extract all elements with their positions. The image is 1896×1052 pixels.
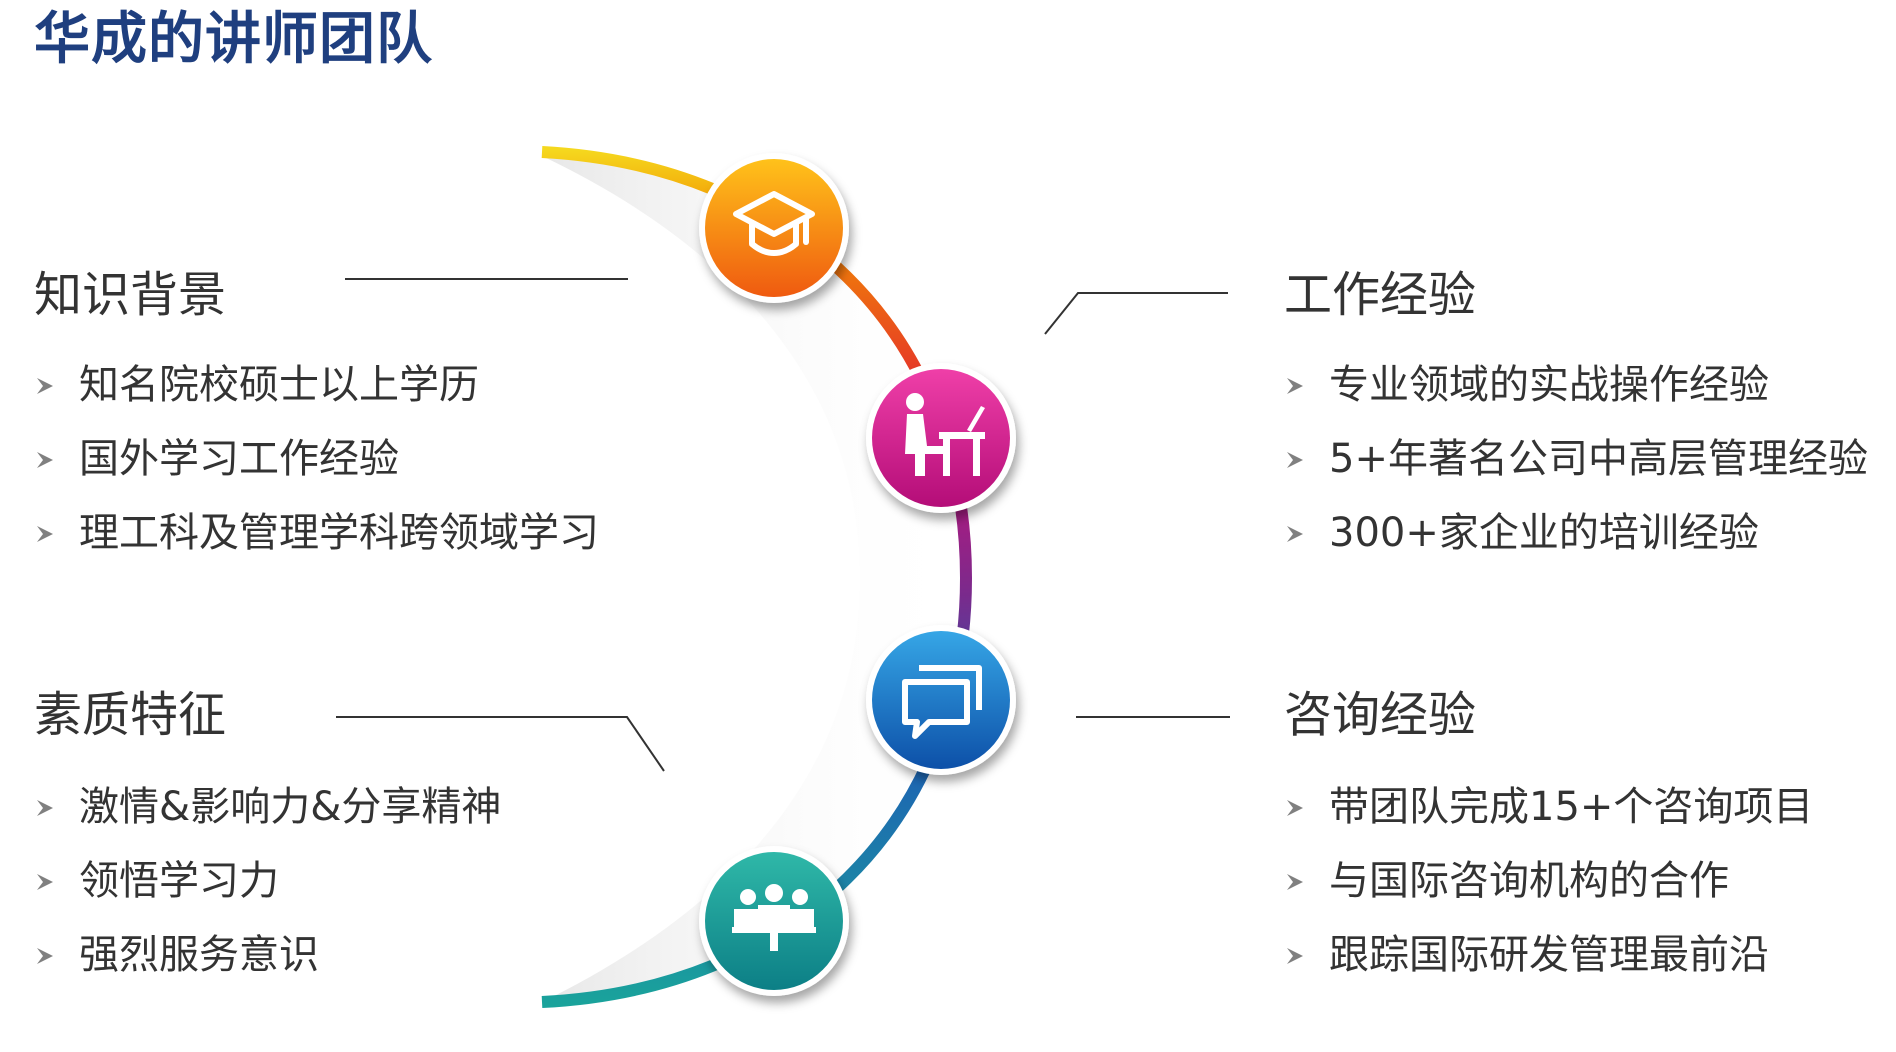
chevron-right-icon (1287, 874, 1303, 890)
page-title: 华成的讲师团队 (34, 7, 433, 72)
arc-shadow (542, 156, 966, 1002)
graduation-cap-icon (733, 191, 815, 256)
list-item-text: 跟踪国际研发管理最前沿 (1329, 932, 1769, 978)
list-item: 5+年著名公司中高层管理经验 (1284, 422, 1868, 496)
chevron-right-icon (37, 378, 53, 394)
list-item: 300+家企业的培训经验 (1284, 496, 1868, 570)
chevron-right-icon (1287, 526, 1303, 542)
section-heading-knowledge: 知识背景 (34, 267, 227, 323)
chevron-right-icon (1287, 948, 1303, 964)
list-item: 理工科及管理学科跨领域学习 (34, 496, 599, 570)
list-item: 跟踪国际研发管理最前沿 (1284, 918, 1813, 992)
list-item-text: 国外学习工作经验 (79, 436, 399, 482)
list-item: 领悟学习力 (34, 844, 501, 918)
list-item-text: 领悟学习力 (79, 858, 279, 904)
bullet-list-consulting: 带团队完成15+个咨询项目 与国际咨询机构的合作 跟踪国际研发管理最前沿 (1284, 770, 1813, 992)
chat-bubbles-icon (902, 665, 982, 739)
list-item-text: 激情&影响力&分享精神 (79, 784, 502, 830)
list-item-text: 理工科及管理学科跨领域学习 (79, 510, 599, 556)
chevron-right-icon (1287, 452, 1303, 468)
chevron-right-icon (1287, 378, 1303, 394)
node-work (866, 363, 1016, 513)
section-heading-quality: 素质特征 (34, 687, 227, 743)
chevron-right-icon (37, 526, 53, 542)
chevron-right-icon (37, 948, 53, 964)
list-item: 激情&影响力&分享精神 (34, 770, 501, 844)
list-item-text: 强烈服务意识 (79, 932, 319, 978)
chevron-right-icon (1287, 800, 1303, 816)
chevron-right-icon (37, 452, 53, 468)
list-item-text: 知名院校硕士以上学历 (79, 362, 479, 408)
connector-quality (336, 716, 665, 772)
list-item: 与国际咨询机构的合作 (1284, 844, 1813, 918)
bullet-list-quality: 激情&影响力&分享精神 领悟学习力 强烈服务意识 (34, 770, 501, 992)
section-consulting: 咨询经验 带团队完成15+个咨询项目 与国际咨询机构的合作 跟踪国际研发管理最前… (1284, 685, 1813, 992)
list-item-text: 300+家企业的培训经验 (1329, 510, 1759, 556)
team-people-icon (732, 884, 816, 951)
bullet-list-work: 专业领域的实战操作经验 5+年著名公司中高层管理经验 300+家企业的培训经验 (1284, 348, 1868, 570)
chevron-right-icon (37, 800, 53, 816)
person-at-desk-icon (905, 393, 985, 476)
node-consulting (866, 625, 1016, 775)
connector-work (1044, 292, 1228, 335)
list-item-text: 带团队完成15+个咨询项目 (1329, 784, 1814, 830)
list-item: 专业领域的实战操作经验 (1284, 348, 1868, 422)
section-work: 工作经验 专业领域的实战操作经验 5+年著名公司中高层管理经验 300+家企业的… (1284, 265, 1868, 570)
list-item-text: 与国际咨询机构的合作 (1329, 858, 1729, 904)
section-knowledge: 知识背景 知名院校硕士以上学历 国外学习工作经验 理工科及管理学科跨领域学习 (34, 265, 599, 570)
node-knowledge (699, 153, 849, 303)
list-item-text: 5+年著名公司中高层管理经验 (1329, 436, 1868, 482)
section-quality: 素质特征 激情&影响力&分享精神 领悟学习力 强烈服务意识 (34, 685, 501, 992)
list-item: 强烈服务意识 (34, 918, 501, 992)
section-heading-work: 工作经验 (1284, 267, 1477, 323)
list-item: 带团队完成15+个咨询项目 (1284, 770, 1813, 844)
chevron-right-icon (37, 874, 53, 890)
list-item-text: 专业领域的实战操作经验 (1329, 362, 1769, 408)
section-heading-consulting: 咨询经验 (1284, 687, 1477, 743)
list-item: 国外学习工作经验 (34, 422, 599, 496)
list-item: 知名院校硕士以上学历 (34, 348, 599, 422)
bullet-list-knowledge: 知名院校硕士以上学历 国外学习工作经验 理工科及管理学科跨领域学习 (34, 348, 599, 570)
node-team (699, 846, 849, 996)
